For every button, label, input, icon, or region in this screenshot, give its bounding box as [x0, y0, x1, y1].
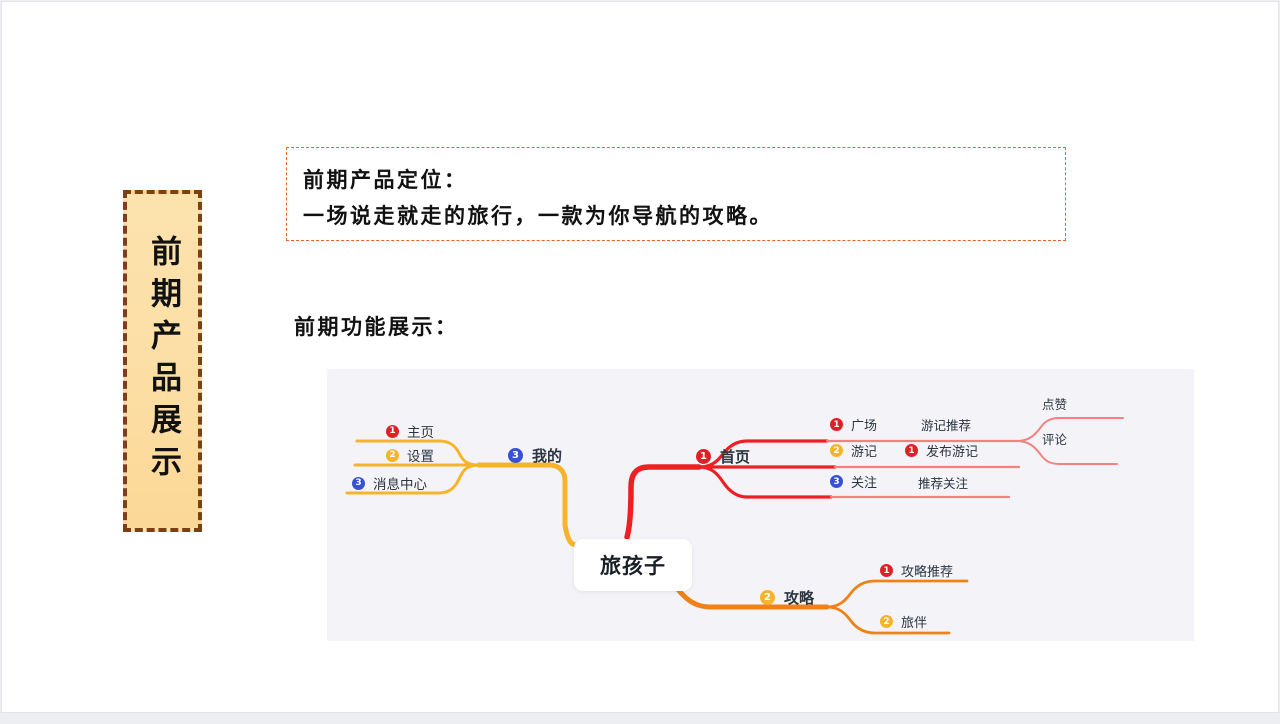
mindmap-node-mine[interactable]: 3 我的 [508, 445, 562, 466]
mindmap-node-guide-recommend[interactable]: 1 攻略推荐 [880, 561, 953, 580]
badge-number-1: 1 [696, 449, 711, 464]
badge-number-2: 2 [880, 615, 893, 628]
badge-number-1: 1 [830, 418, 843, 431]
mindmap-node-plaza[interactable]: 1 广场 [830, 415, 877, 434]
badge-number-2: 2 [386, 448, 399, 462]
mindmap-node-travel-note-recommend-label: 游记推荐 [921, 418, 972, 433]
badge-number-1: 1 [386, 424, 399, 438]
mindmap-node-mine-label: 我的 [532, 447, 563, 465]
mindmap-node-like-label: 点赞 [1042, 397, 1068, 412]
mindmap-node-plaza-label: 广场 [851, 419, 878, 434]
badge-number-3: 3 [352, 476, 365, 490]
badge-number-2: 2 [760, 590, 775, 605]
mindmap-node-settings[interactable]: 2 设置 [386, 445, 434, 465]
mindmap-node-message-center-label: 消息中心 [373, 477, 427, 493]
mindmap-node-message-center[interactable]: 3 消息中心 [352, 473, 427, 493]
mindmap-node-comment-label: 评论 [1042, 432, 1068, 447]
mindmap-node-home[interactable]: 1 首页 [696, 446, 750, 467]
mindmap-node-homepage[interactable]: 1 主页 [386, 421, 434, 441]
mindmap-node-publish-travel-note-label: 发布游记 [926, 445, 979, 460]
mindmap-node-travel-notes[interactable]: 2 游记 [830, 441, 877, 460]
mindmap-node-travel-note-recommend[interactable]: 游记推荐 [921, 415, 971, 434]
mindmap-node-travel-notes-label: 游记 [851, 445, 878, 460]
mindmap-node-settings-label: 设置 [407, 449, 434, 465]
mindmap-node-recommend-follow-label: 推荐关注 [918, 476, 969, 491]
mindmap-node-follow-label: 关注 [851, 476, 878, 491]
section-heading: 前期功能展示： [294, 315, 459, 339]
mindmap-node-home-label: 首页 [720, 448, 751, 466]
product-positioning-box: 前期产品定位： 一场说走就走的旅行，一款为你导航的攻略。 [286, 147, 1066, 241]
badge-number-2: 2 [830, 444, 843, 457]
badge-number-3: 3 [830, 475, 843, 488]
badge-number-1: 1 [880, 564, 893, 577]
mindmap-node-guide-recommend-label: 攻略推荐 [901, 565, 954, 580]
mindmap-root-node[interactable]: 旅孩子 [574, 539, 692, 591]
mindmap-node-publish-travel-note[interactable]: 1 发布游记 [905, 441, 978, 460]
vertical-title-tab: 前期产品展示 [123, 190, 202, 532]
badge-number-3: 3 [508, 448, 523, 463]
mindmap-node-recommend-follow[interactable]: 推荐关注 [918, 473, 968, 492]
mindmap-node-guide[interactable]: 2 攻略 [760, 587, 814, 608]
mindmap-node-follow[interactable]: 3 关注 [830, 472, 877, 491]
mindmap-node-travel-companion-label: 旅伴 [901, 616, 928, 631]
mindmap-node-guide-label: 攻略 [784, 589, 815, 607]
positioning-line-1: 前期产品定位： [303, 168, 468, 192]
badge-number-1: 1 [905, 444, 918, 457]
mindmap-node-homepage-label: 主页 [407, 425, 434, 441]
positioning-line-2: 一场说走就走的旅行，一款为你导航的攻略。 [303, 204, 773, 229]
mindmap-node-travel-companion[interactable]: 2 旅伴 [880, 612, 927, 631]
mindmap-node-like[interactable]: 点赞 [1042, 394, 1067, 413]
mindmap-panel: 旅孩子 3 我的 1 主页 2 设置 3 消息中心 1 首页 1 广场 游记推荐 [327, 369, 1194, 641]
mindmap-node-comment[interactable]: 评论 [1042, 429, 1067, 448]
vertical-title-text: 前期产品展示 [145, 235, 181, 487]
